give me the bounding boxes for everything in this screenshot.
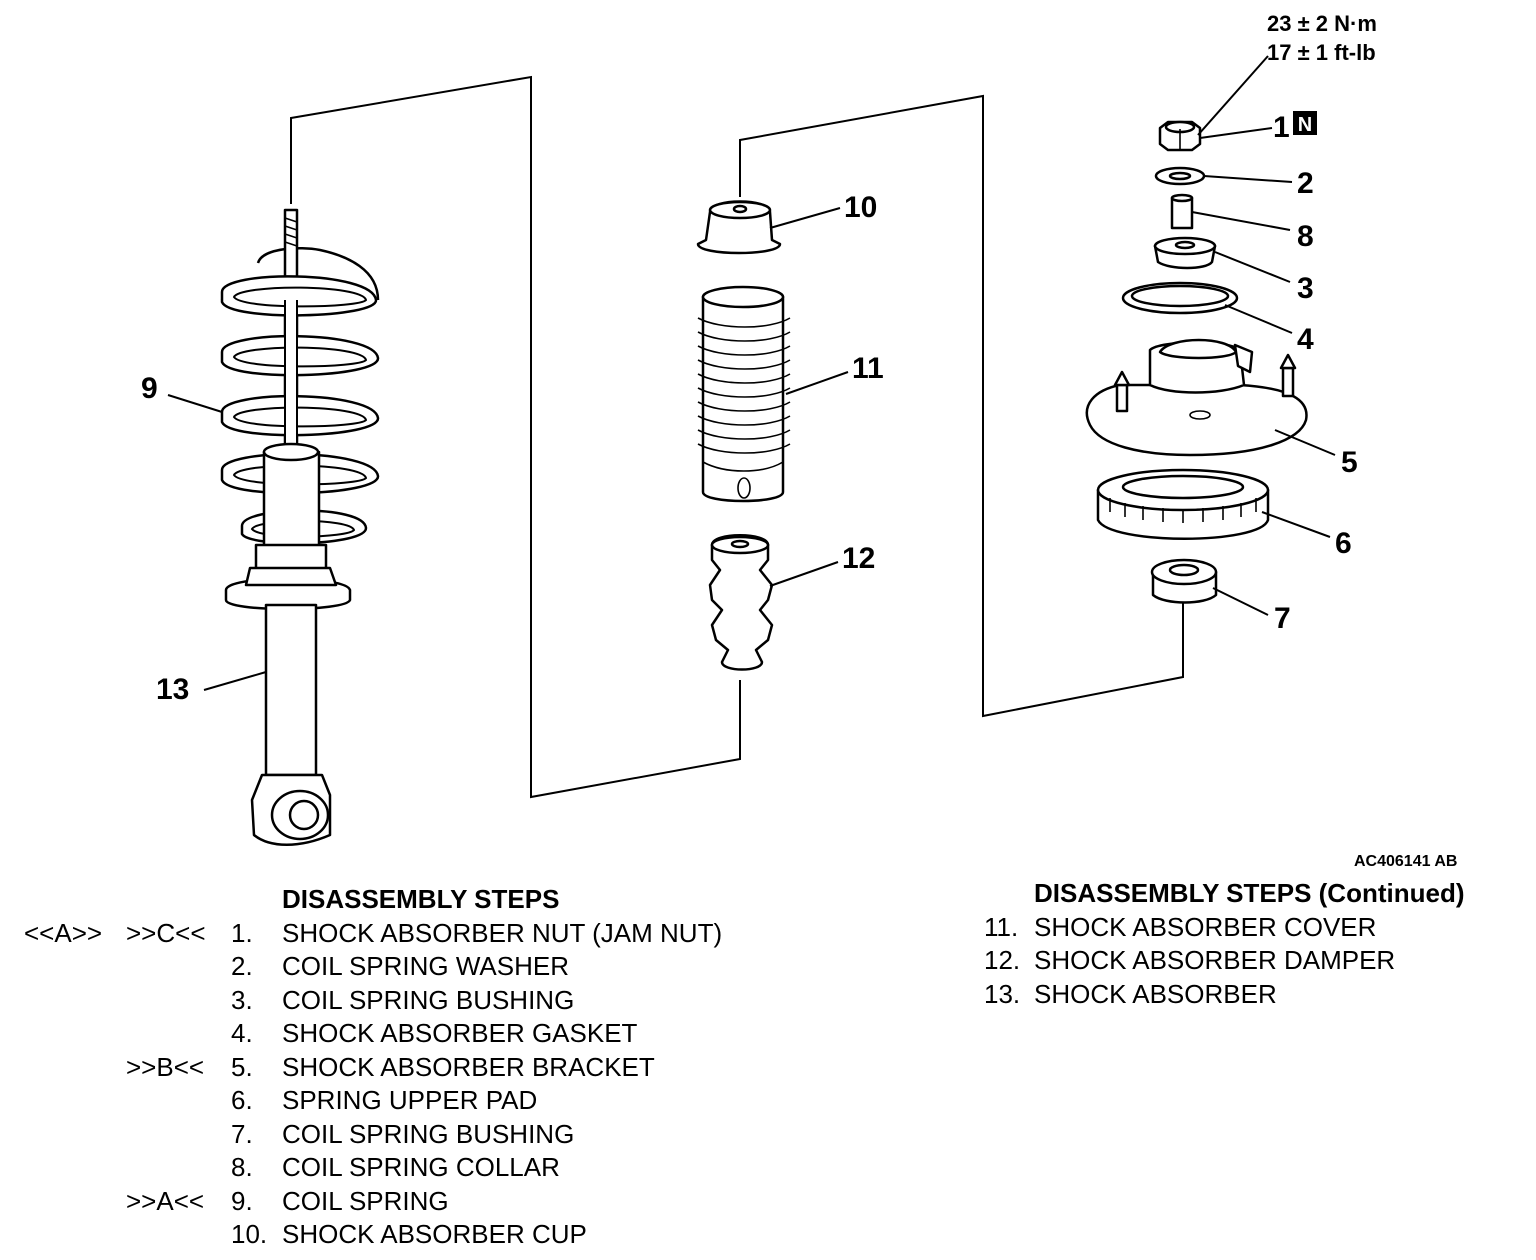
callout-4: 4 <box>1297 323 1314 356</box>
step-row: 4. SHOCK ABSORBER GASKET <box>0 1017 800 1051</box>
shock-absorber-nut <box>1158 120 1202 152</box>
step-text: COIL SPRING COLLAR <box>282 1152 560 1182</box>
spring-upper-pad <box>1096 468 1270 540</box>
step-row: 12. SHOCK ABSORBER DAMPER <box>980 944 1530 978</box>
step-row: 10. SHOCK ABSORBER CUP <box>0 1218 800 1252</box>
step-row: 7. COIL SPRING BUSHING <box>0 1118 800 1152</box>
callout-2: 2 <box>1297 167 1314 200</box>
disassembly-steps-left: DISASSEMBLY STEPS <<A>> >>C<< 1. SHOCK A… <box>0 883 800 1252</box>
torque-spec: 23 ± 2 N·m 17 ± 1 ft-lb <box>1267 11 1377 65</box>
callout-5: 5 <box>1341 446 1358 479</box>
step-text: COIL SPRING BUSHING <box>282 984 575 1015</box>
callout-7: 7 <box>1274 602 1291 635</box>
shock-absorber-bracket <box>1085 338 1308 457</box>
step-num: 10. <box>231 1219 268 1249</box>
callout-12: 12 <box>842 542 875 575</box>
callout-8: 8 <box>1297 220 1314 253</box>
callout-10: 10 <box>844 191 877 224</box>
step-num: 12. <box>984 945 1021 975</box>
step-num: 6. <box>231 1085 253 1115</box>
step-text: SHOCK ABSORBER COVER <box>1034 911 1377 942</box>
shock-absorber-cover <box>697 285 791 503</box>
step-num: 4. <box>231 1018 253 1048</box>
step-num: 9. <box>231 1185 253 1216</box>
step-num: 7. <box>231 1118 253 1149</box>
step-row: 6. SPRING UPPER PAD <box>0 1084 800 1118</box>
disassembly-steps-right: DISASSEMBLY STEPS (Continued) 11. SHOCK … <box>980 877 1530 1011</box>
step-row: >>A<< 9. COIL SPRING <box>0 1185 800 1219</box>
step-text: SHOCK ABSORBER NUT (JAM NUT) <box>282 917 723 948</box>
coil-spring-bushing-upper <box>1153 236 1217 270</box>
callout-9: 9 <box>141 372 158 405</box>
removal-ref: <<A>> <box>24 917 103 948</box>
step-num: 1. <box>231 917 253 948</box>
shock-absorber-gasket <box>1121 281 1239 315</box>
install-ref: >>A<< <box>126 1185 205 1216</box>
step-row: 8. COIL SPRING COLLAR <box>0 1151 800 1185</box>
step-row: 3. COIL SPRING BUSHING <box>0 984 800 1018</box>
step-num: 3. <box>231 984 253 1015</box>
step-text: COIL SPRING BUSHING <box>282 1118 575 1149</box>
step-text: SHOCK ABSORBER GASKET <box>282 1018 638 1048</box>
install-ref: >>B<< <box>126 1051 205 1082</box>
figure-id: AC406141 AB <box>1354 853 1457 870</box>
shock-absorber-damper <box>708 534 774 671</box>
steps-heading: DISASSEMBLY STEPS <box>282 884 560 914</box>
step-text: SHOCK ABSORBER BRACKET <box>282 1051 655 1082</box>
coil-spring-bushing-lower <box>1150 558 1218 604</box>
steps-heading-continued: DISASSEMBLY STEPS (Continued) <box>1034 878 1465 908</box>
shock-absorber-assembly <box>220 208 380 846</box>
step-num: 2. <box>231 951 253 981</box>
step-num: 13. <box>984 978 1021 1009</box>
step-text: SPRING UPPER PAD <box>282 1085 538 1115</box>
step-num: 11. <box>984 911 1019 942</box>
steps-list: <<A>> >>C<< 1. SHOCK ABSORBER NUT (JAM N… <box>0 917 800 1252</box>
assembly-guide-lines <box>290 75 1184 799</box>
install-ref: >>C<< <box>126 917 206 948</box>
shock-absorber-cup <box>696 200 782 255</box>
step-row: 2. COIL SPRING WASHER <box>0 950 800 984</box>
exploded-view-diagram: 1 2 8 3 4 5 6 7 10 11 12 9 13 N 23 ± 2 N… <box>141 11 1457 870</box>
step-row: 13. SHOCK ABSORBER <box>980 978 1530 1012</box>
coil-spring-collar <box>1170 193 1194 230</box>
callout-11: 11 <box>852 352 884 385</box>
step-text: COIL SPRING WASHER <box>282 951 570 981</box>
callout-1: 1 <box>1273 111 1290 144</box>
leader-lines <box>167 55 1336 691</box>
torque-imperial: 17 ± 1 ft-lb <box>1267 40 1376 65</box>
callout-3: 3 <box>1297 272 1314 305</box>
step-text: SHOCK ABSORBER CUP <box>282 1219 587 1249</box>
callout-numbers: 1 2 8 3 4 5 6 7 10 11 12 9 13 <box>141 111 1358 706</box>
callout-6: 6 <box>1335 527 1352 560</box>
step-num: 8. <box>231 1152 253 1182</box>
step-num: 5. <box>231 1051 253 1082</box>
new-part-badge: N <box>1293 111 1317 136</box>
callout-13: 13 <box>156 673 189 706</box>
step-row: 11. SHOCK ABSORBER COVER <box>980 911 1530 945</box>
step-row: >>B<< 5. SHOCK ABSORBER BRACKET <box>0 1051 800 1085</box>
step-text: SHOCK ABSORBER <box>1034 978 1277 1009</box>
torque-metric: 23 ± 2 N·m <box>1267 11 1377 36</box>
step-text: COIL SPRING <box>282 1185 449 1216</box>
step-text: SHOCK ABSORBER DAMPER <box>1034 945 1396 975</box>
step-row: <<A>> >>C<< 1. SHOCK ABSORBER NUT (JAM N… <box>0 917 800 951</box>
coil-spring-washer <box>1154 166 1206 186</box>
svg-text:N: N <box>1298 114 1312 136</box>
